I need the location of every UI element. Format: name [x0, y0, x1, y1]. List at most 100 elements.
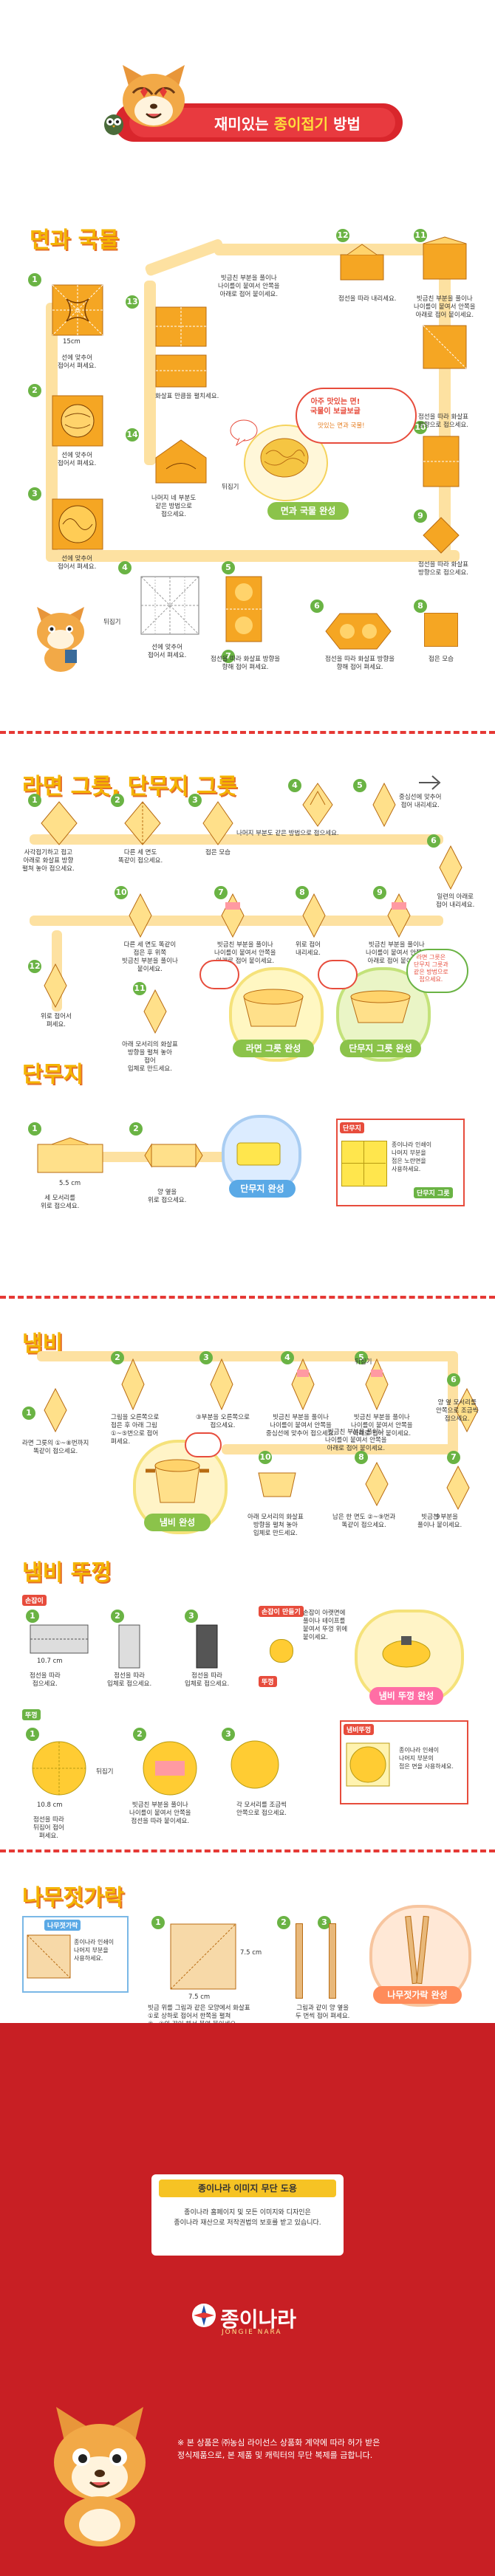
fold-diagram — [52, 395, 103, 447]
step-number: 11 — [133, 982, 146, 995]
section-title-lid: 냄비 뚜껑 — [22, 1560, 112, 1586]
path-strip — [439, 244, 451, 561]
section-title-noodle: 면과 국물 — [30, 227, 119, 253]
step-number: 4 — [288, 779, 301, 792]
step-number: 13 — [126, 295, 139, 309]
fold-diagram — [52, 498, 103, 550]
step-caption: 각 모서리를 조금씩 안쪽으로 접으세요. — [236, 1802, 287, 1817]
step-number: 3 — [188, 794, 202, 807]
complete-badge: 면과 국물 완성 — [267, 502, 349, 520]
step-number: 10 — [259, 1451, 272, 1464]
step-number: 2 — [111, 794, 124, 807]
sheet-tag: 나무젓가락 — [44, 1920, 81, 1931]
dish-icon — [350, 990, 411, 1023]
step-number: 1 — [28, 794, 41, 807]
step-number: 10 — [414, 421, 427, 434]
complete-badge: 냄비 완성 — [144, 1514, 211, 1531]
path-strip — [144, 281, 156, 465]
step-caption: 남은 한 면도 ②~⑨번과 똑같이 접으세요. — [332, 1514, 396, 1529]
path-strip — [46, 550, 460, 562]
path-strip — [222, 1444, 458, 1454]
speech-cloud — [199, 960, 239, 989]
step-number: 7 — [222, 650, 235, 663]
step-caption: 빗금친 부분을 풀이나 나이를이 붙여서 안쪽을 아래로 접어 붙이세요. — [218, 275, 280, 298]
size-label: 7.5 cm — [188, 1993, 211, 2001]
fold-diagram — [155, 439, 207, 484]
section-divider — [0, 731, 495, 734]
step-caption: 빗금친 부분을 풀이나 붙이세요. — [417, 1514, 462, 1529]
speech-subtext: 맛있는 면과 국물! — [318, 422, 365, 430]
fold-diagram — [221, 893, 245, 938]
fold-diagram — [121, 1359, 145, 1410]
step-number: 7 — [447, 1451, 460, 1464]
notice-title: 종이나라 이미지 무단 도용 — [159, 2180, 336, 2197]
fold-diagram — [291, 1359, 315, 1410]
step-number: 9 — [414, 509, 427, 523]
step-number: 2 — [111, 1610, 124, 1623]
step-caption: 화살표 만큼을 펼치세요. — [155, 393, 219, 400]
fold-diagram — [340, 244, 384, 281]
print-sheet — [341, 1141, 387, 1186]
step-caption: 빗금친 부분을 풀이나 나이를이 붙여서 안쪽을 점선을 따라 붙이세요. — [129, 1802, 191, 1825]
fold-diagram — [170, 1923, 236, 1990]
step-caption: 빗금친 부분을 풀이나 나이를이 붙여서 안쪽을 아래로 접어 붙이세요. — [325, 1429, 387, 1452]
step-caption: 접은 모습 — [429, 656, 454, 663]
fold-diagram — [439, 845, 462, 890]
step-number: 4 — [281, 1351, 294, 1364]
fold-diagram — [52, 284, 103, 336]
step-number: 8 — [355, 1451, 368, 1464]
fold-diagram — [325, 613, 392, 650]
fold-diagram — [196, 1624, 218, 1669]
fold-diagram — [302, 893, 326, 938]
step-caption: 다른 세 면도 똑같이 접으세요. — [118, 849, 163, 865]
fold-diagram — [143, 1741, 197, 1796]
sheet-tag: 단무지 — [340, 1122, 364, 1133]
size-label: 10.8 cm — [37, 1802, 63, 1809]
step-number: 2 — [28, 384, 41, 397]
fold-diagram — [124, 801, 161, 845]
pot-icon — [146, 1459, 209, 1503]
step-caption: 사각접기하고 접고 아래로 화살표 방향 펼쳐 놓아 접으세요. — [22, 849, 75, 873]
note-bubble — [406, 949, 468, 993]
dish-note: 라면 그릇은 단무지 그릇과 같은 방법으로 접으세요. — [414, 954, 448, 983]
step-number: 11 — [414, 229, 427, 242]
speech-cloud-icon — [230, 419, 258, 447]
fold-diagram — [129, 893, 152, 938]
handle-shape — [270, 1639, 293, 1663]
fold-diagram — [155, 354, 207, 388]
step-caption: 그림을 오른쪽으로 접은 후 아래 그림 ①~⑤번으로 접어 펴세요. — [111, 1414, 160, 1446]
chopstick-shape — [329, 1923, 336, 1999]
step-number: 4 — [118, 561, 132, 574]
lid-icon — [382, 1636, 431, 1668]
fold-diagram — [144, 1143, 203, 1168]
chopsticks-note: 종이나라 인쇄이 나머지 부분을 사용하세요. — [74, 1939, 115, 1962]
step-number: 6 — [310, 600, 324, 613]
step-caption: 빗금친 부분을 풀이나 나이를이 붙여서 안쪽을 중심선에 맞추어 접으세요. — [266, 1414, 336, 1438]
fold-diagram — [225, 576, 262, 642]
section-title-ramen: 라면 그릇, 단무지 그릇 — [22, 774, 238, 800]
step-caption: 9 — [436, 1514, 440, 1521]
lid-note: 종이나라 인쇄이 나머지 부분의 접은 면을 사용하세요. — [399, 1747, 454, 1770]
step-number: 1 — [26, 1728, 39, 1741]
notice-text: 종이나라 홈페이지 및 모든 이미지와 디자인은 종이나라 재산으로 저작권법의… — [174, 2209, 321, 2227]
fold-diagram — [423, 436, 460, 487]
step-caption: 점선을 따라 화살표 방향으로 접으세요. — [418, 561, 468, 577]
step-caption: 일련의 아래로 접어 내리세요. — [436, 893, 475, 909]
page-title: 재미있는 종이접기 방법 — [214, 115, 361, 133]
fold-diagram — [423, 517, 460, 554]
sheet-tag: 단무지 그릇 — [414, 1187, 453, 1198]
step-caption: 점선을 따라 내리세요. — [338, 295, 397, 303]
fold-diagram — [202, 801, 233, 845]
step-caption: 양 옆을 위로 접으세요. — [148, 1189, 187, 1204]
size-label: 7.5 cm — [240, 1949, 262, 1957]
complete-badge: 단무지 완성 — [229, 1180, 296, 1198]
path-strip — [46, 303, 58, 561]
fold-diagram — [372, 783, 396, 827]
owl-icon — [104, 114, 123, 135]
step-caption: 점선을 따라 화살표 방향으로 접으세요. — [418, 413, 468, 429]
step-caption: 아래 모서리의 화살표 방향을 펼쳐 놓아 접어 입체로 만드세요. — [122, 1041, 178, 1073]
fold-diagram — [32, 1741, 86, 1796]
fold-diagram — [44, 964, 67, 1008]
step-caption: 나머지 부분도 같은 방법으로 접으세요. — [236, 830, 339, 837]
step-caption: 위로 접어서 펴세요. — [41, 1013, 72, 1028]
